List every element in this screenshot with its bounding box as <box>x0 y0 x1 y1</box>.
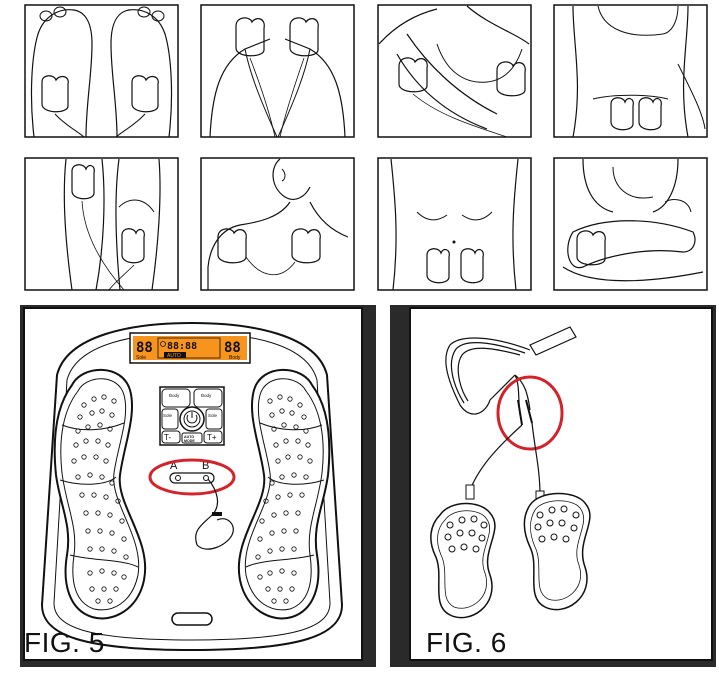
shoulders-illustration <box>200 157 355 291</box>
port-b-label: B <box>202 460 209 472</box>
port-a-label: A <box>170 460 178 472</box>
figure-5-label: FIG. 5 <box>24 627 105 658</box>
left-pad-studs <box>444 515 488 553</box>
placement-panel-shoulders <box>200 157 355 291</box>
device-illustration: 88 Sole 88:88 AUTO 88 Body Body Body Sol… <box>20 305 376 667</box>
arm-chest-illustration <box>377 4 532 138</box>
lcd-center-label: AUTO <box>167 353 181 359</box>
lcd-screen <box>133 336 247 360</box>
figure-6-label: FIG. 6 <box>426 627 507 658</box>
placement-panel-abdomen <box>377 157 532 291</box>
t-plus-button[interactable]: T+ <box>207 433 217 442</box>
electrode-port[interactable] <box>169 472 215 484</box>
lcd-right-label: Body <box>229 355 241 361</box>
soles-illustration <box>24 4 179 138</box>
left-electrode-pad <box>430 502 496 619</box>
placement-panel-arm-chest <box>377 4 532 138</box>
handle-slot <box>171 612 213 626</box>
right-electrode-pad <box>523 492 591 611</box>
figure-6-electrodes: FIG. 6 <box>390 305 719 670</box>
lcd-left-label: Sole <box>136 355 146 361</box>
lower-back-illustration <box>553 4 708 138</box>
lcd-right-digits: 88 <box>224 340 241 356</box>
coiled-cable <box>445 337 531 415</box>
sole-left-label: Sole <box>163 413 173 418</box>
crossed-arms-illustration <box>553 157 708 291</box>
abdomen-illustration <box>377 157 532 291</box>
auto-mode-button-line2: MODE <box>184 439 195 443</box>
figure-5-device: 88 Sole 88:88 AUTO 88 Body Body Body Sol… <box>12 305 378 670</box>
body-plus-left-label: Body <box>169 393 180 398</box>
auto-mode-button[interactable]: AUTO <box>184 435 194 439</box>
t-minus-button[interactable]: T- <box>164 433 171 442</box>
cable <box>195 478 234 550</box>
lcd-left-digits: 88 <box>136 340 153 356</box>
control-pad: Body Body Sole Sole T- T+ AUTO MODE <box>159 386 225 446</box>
clock-icon <box>160 341 166 347</box>
left-pad-dots <box>71 394 129 604</box>
body-plus-right-label: Body <box>201 393 212 398</box>
right-pad-dots <box>255 394 313 604</box>
upper-back-illustration <box>200 4 355 138</box>
electrode-illustration <box>390 305 716 667</box>
port-highlight-circle <box>148 458 236 496</box>
placement-panel-legs <box>24 157 179 291</box>
right-pad-studs <box>534 505 580 543</box>
lead-highlight-circle <box>496 375 564 451</box>
sole-right-label: Sole <box>208 413 218 418</box>
placement-panel-lower-back <box>553 4 708 138</box>
placement-panel-crossed-arms <box>553 157 708 291</box>
lcd-center-time: 88:88 <box>167 341 197 352</box>
power-icon <box>186 412 198 424</box>
placement-panel-upper-back <box>200 4 355 138</box>
placement-panel-soles <box>24 4 179 138</box>
plug <box>529 326 577 356</box>
legs-illustration <box>24 157 179 291</box>
